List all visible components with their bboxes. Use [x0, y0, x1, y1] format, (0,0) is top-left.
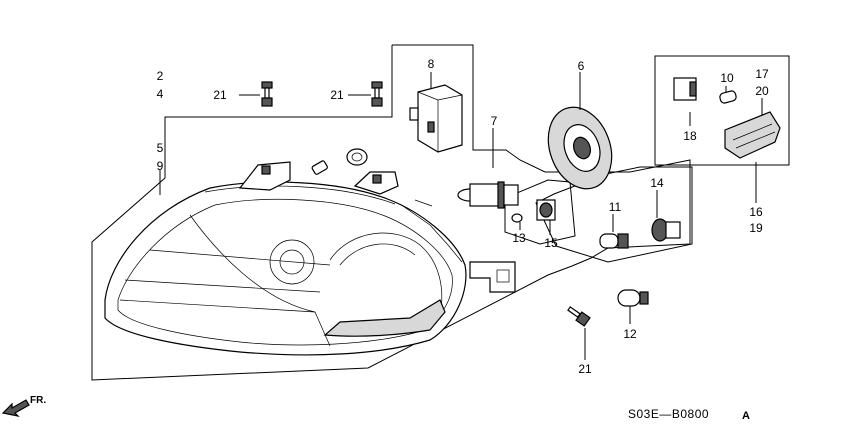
callout-2: 2 [157, 69, 164, 83]
dust-cap [311, 160, 328, 175]
side-marker-frame [654, 55, 790, 166]
socket-frame [504, 179, 576, 245]
position-socket [536, 199, 556, 221]
turn-socket-14 [651, 218, 681, 242]
position-bulb [511, 213, 523, 223]
screw-21-bottom [567, 306, 591, 327]
callout-12: 12 [623, 327, 637, 341]
assembly-frame [91, 44, 691, 381]
callout-19: 19 [749, 221, 763, 235]
direction-label: FR. [30, 395, 46, 406]
diagram-code-suffix: A [742, 410, 750, 422]
callout-16: 16 [749, 205, 763, 219]
leveling-actuator [409, 84, 463, 153]
callout-21-bottom: 21 [578, 362, 592, 376]
callout-8: 8 [428, 57, 435, 71]
callout-6: 6 [578, 59, 585, 73]
diagram-code: S03E—B0800 [628, 407, 709, 421]
o-ring [346, 148, 368, 166]
callout-21-left: 21 [213, 88, 227, 102]
turn-bulb-11 [599, 233, 629, 249]
callout-9: 9 [157, 159, 164, 173]
callout-11: 11 [609, 200, 622, 214]
callout-14: 14 [650, 176, 664, 190]
callout-5: 5 [157, 141, 164, 155]
socket-cover [547, 106, 613, 190]
screw-21-left [261, 81, 273, 107]
callout-7: 7 [491, 114, 498, 128]
side-marker-bulb [719, 90, 737, 104]
bulb-12 [617, 289, 649, 307]
side-marker-socket [673, 77, 697, 101]
callout-15: 15 [544, 236, 558, 250]
callout-17: 17 [755, 67, 769, 81]
headlight-housing [104, 161, 516, 356]
side-marker-lens [724, 111, 781, 159]
callout-4: 4 [157, 87, 164, 101]
callout-18: 18 [683, 129, 697, 143]
screw-21-center [371, 81, 383, 107]
callout-21-center: 21 [330, 88, 344, 102]
callout-20: 20 [755, 84, 769, 98]
callout-13: 13 [512, 231, 526, 245]
front-direction-arrow: FR. [1, 395, 46, 417]
headlight-bulb [457, 181, 519, 209]
callout-10: 10 [720, 71, 734, 85]
